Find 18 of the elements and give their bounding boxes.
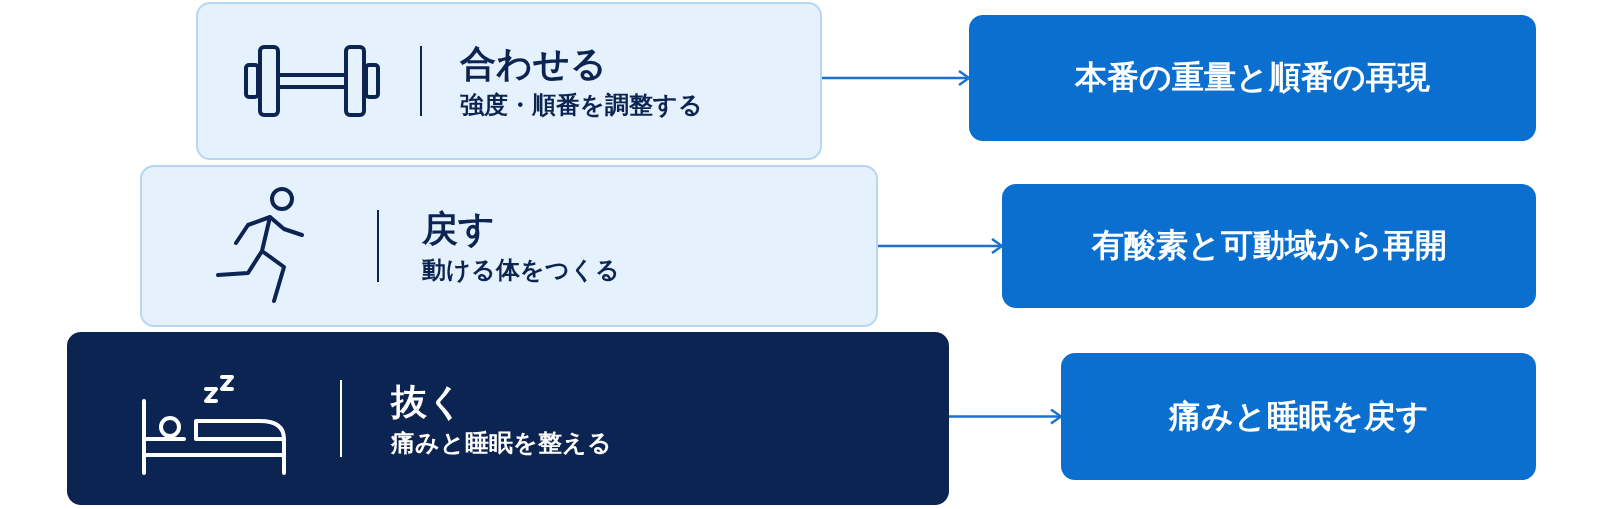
arrow (949, 408, 1063, 425)
result-box (1002, 184, 1536, 308)
step-title: 合わせる (460, 42, 608, 86)
result-box (969, 15, 1536, 141)
step-title: 戻す (422, 207, 496, 251)
step-box (140, 165, 878, 327)
step-box (67, 332, 949, 505)
step-subtitle: 強度・順番を調整する (460, 91, 703, 120)
arrow (878, 237, 1004, 255)
result-text: 痛みと睡眠を戻す (1168, 395, 1429, 437)
step-box (196, 2, 822, 160)
result-text: 本番の重量と順番の再現 (1075, 57, 1430, 98)
step-subtitle: 動ける体をつくる (422, 256, 620, 285)
step-title: 抜く (391, 379, 465, 423)
result-text: 有酸素と可動域から再開 (1091, 225, 1447, 266)
step-subtitle: 痛みと睡眠を整える (391, 428, 612, 458)
result-box (1061, 353, 1536, 480)
arrow (822, 69, 971, 87)
